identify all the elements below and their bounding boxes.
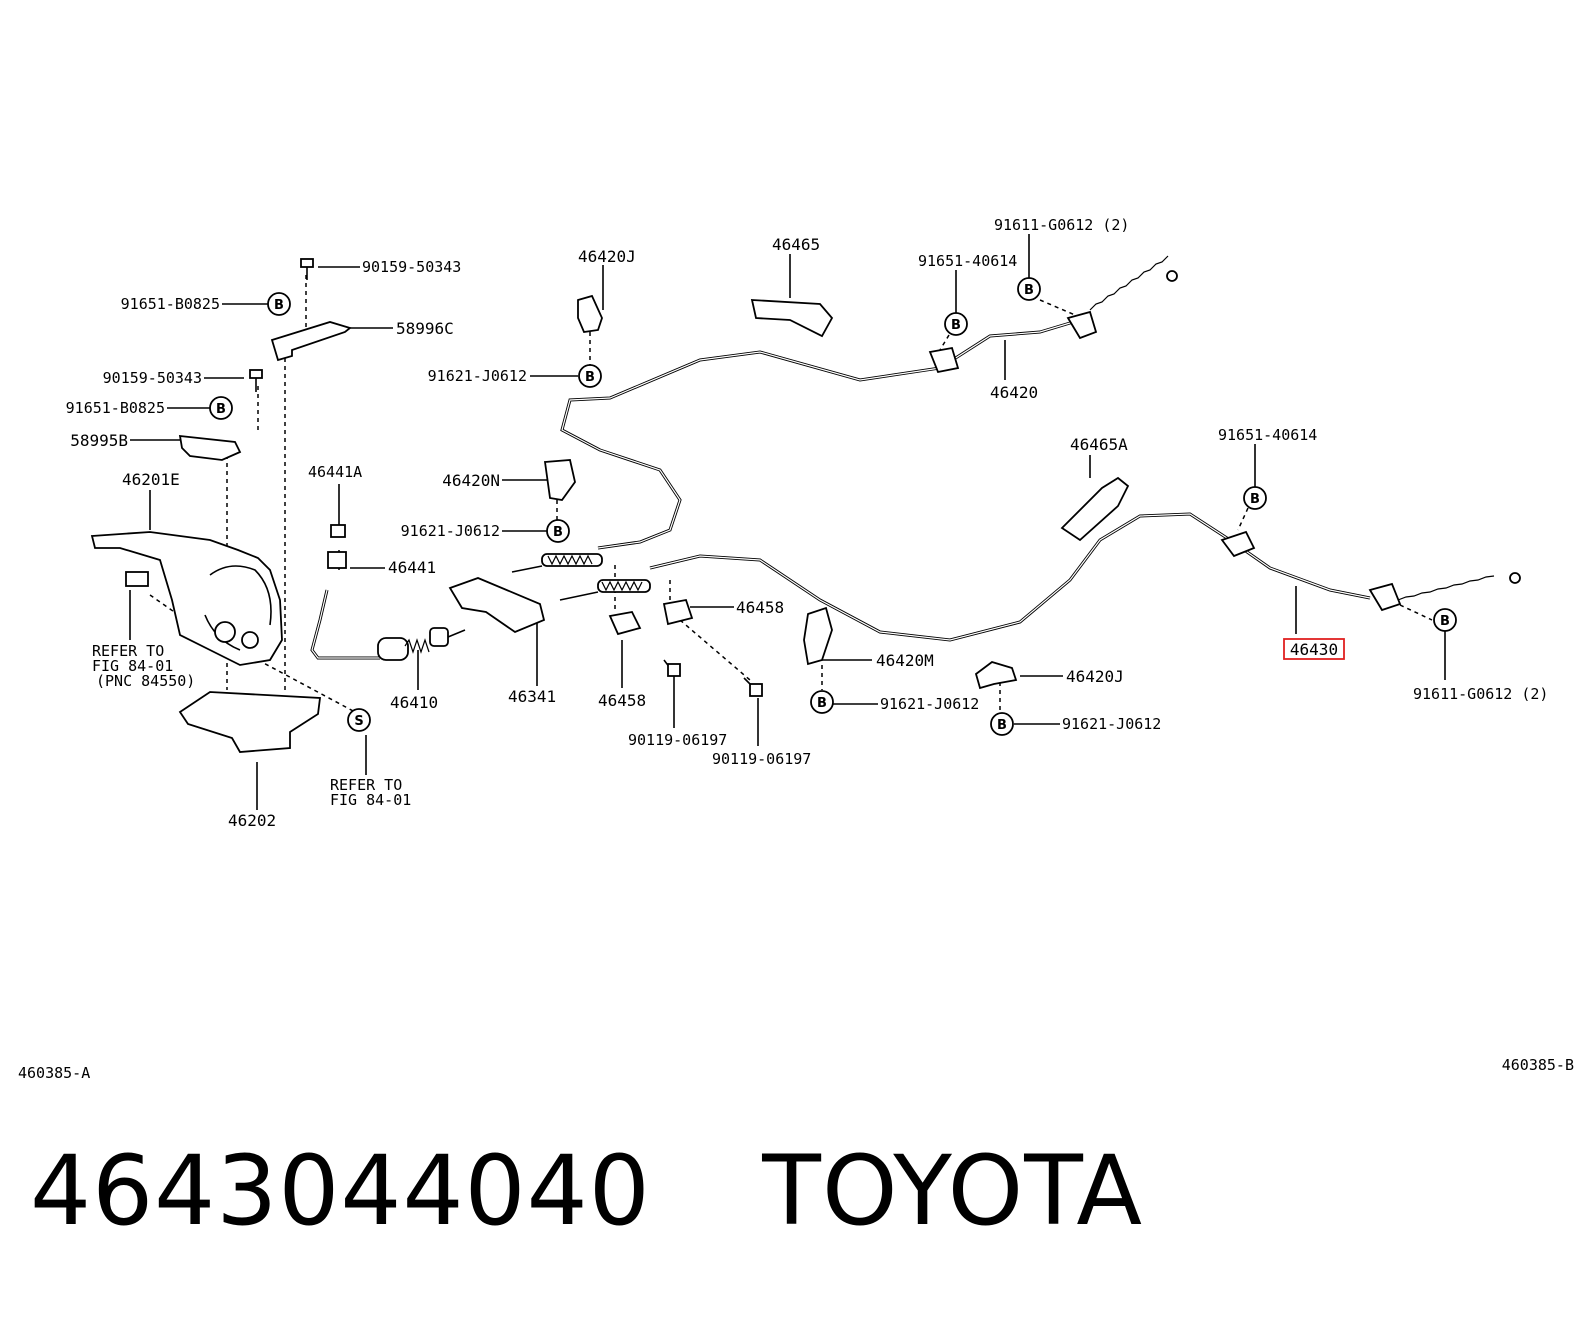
label-46420j-top: 46420J: [578, 247, 636, 266]
svg-text:S: S: [354, 714, 363, 729]
badge-b-91621-j0612-d: B: [990, 712, 1014, 736]
leader-lines-left: [129, 266, 538, 810]
equalizer-46341: [448, 577, 546, 634]
badge-s-refer: S: [347, 708, 371, 732]
badge-b-91651-40614-b: B: [1243, 486, 1267, 510]
bushing-46441: [327, 551, 347, 569]
label-refer-a-1: REFER TO: [92, 642, 164, 660]
svg-text:B: B: [1440, 614, 1450, 629]
label-91651-b0825-a: 91651-B0825: [121, 295, 220, 313]
badge-b-91651-40614-a: B: [944, 312, 968, 336]
clip-46420j-bottom: [974, 661, 1018, 690]
label-91611-g0612-b: 91611-G0612 (2): [1413, 685, 1548, 703]
bracket-58995b: [178, 434, 242, 461]
svg-text:B: B: [817, 696, 827, 711]
label-46465: 46465: [772, 235, 820, 254]
label-58995b: 58995B: [70, 431, 128, 450]
label-91621-j0612-d: 91621-J0612: [1062, 715, 1161, 733]
badge-b-91611-g0612-b: B: [1433, 608, 1457, 632]
label-46458-a: 46458: [736, 598, 784, 617]
label-46441a: 46441A: [308, 463, 362, 481]
brand-name: TOYOTA: [762, 1135, 1144, 1247]
label-58996c: 58996C: [396, 319, 454, 338]
bolt-90159-top: [300, 258, 314, 280]
clip-46458-a: [608, 610, 642, 636]
svg-text:B: B: [997, 718, 1007, 733]
tray-46202: [178, 691, 322, 753]
part-number: 4643044040: [30, 1135, 651, 1247]
label-46441: 46441: [388, 558, 436, 577]
label-46420: 46420: [990, 383, 1038, 402]
grommet-46465: [750, 299, 834, 338]
cable-46420: [511, 255, 1178, 573]
badge-b-91651-b0825-a: B: [267, 292, 291, 316]
label-refer-b-1: REFER TO: [330, 776, 402, 794]
label-90159-50343-b: 90159-50343: [103, 369, 202, 387]
label-91651-40614-a: 91651-40614: [918, 252, 1017, 270]
label-46420m: 46420M: [876, 651, 934, 670]
label-46420j-bottom: 46420J: [1066, 667, 1124, 686]
dashed-guides-top: [556, 299, 1076, 521]
label-91651-40614-b: 91651-40614: [1218, 426, 1317, 444]
highlight-46430: 46430: [1283, 638, 1345, 660]
label-91611-g0612-a: 91611-G0612 (2): [994, 216, 1129, 234]
badge-b-91651-b0825-b: B: [209, 396, 233, 420]
label-91621-j0612-a: 91621-J0612: [428, 367, 527, 385]
svg-text:B: B: [585, 370, 595, 385]
lever-46201e: [90, 531, 283, 666]
leader-lines-top: [502, 234, 1030, 532]
label-refer-b-2: FIG 84-01: [330, 791, 411, 809]
clip-46420j-top: [577, 294, 603, 333]
label-90119-06197-b: 90119-06197: [712, 750, 811, 768]
svg-text:B: B: [1250, 492, 1260, 507]
badge-b-91621-j0612-b: B: [546, 519, 570, 543]
figure-code-right: 460385-B: [1502, 1056, 1574, 1074]
label-46420n: 46420N: [442, 471, 500, 490]
svg-text:B: B: [216, 402, 226, 417]
label-46341: 46341: [508, 687, 556, 706]
label-91651-b0825-b: 91651-B0825: [66, 399, 165, 417]
grommet-46465a: [1060, 476, 1130, 542]
label-refer-a-2: FIG 84-01: [92, 657, 173, 675]
label-refer-a-3: (PNC 84550): [96, 672, 195, 690]
figure-code-left: 460385-A: [18, 1064, 90, 1082]
label-90119-06197-a: 90119-06197: [628, 731, 727, 749]
label-46202: 46202: [228, 811, 276, 830]
badge-b-91621-j0612-c: B: [810, 690, 834, 714]
bolt-90119-a: [663, 659, 681, 677]
dashed-guides-bottom: [614, 507, 1433, 712]
svg-text:B: B: [1024, 283, 1034, 298]
leader-lines-bottom: [621, 444, 1446, 746]
label-46465a: 46465A: [1070, 435, 1128, 454]
badge-b-91611-g0612-a: B: [1017, 277, 1041, 301]
label-46410: 46410: [390, 693, 438, 712]
bolt-90159-mid: [249, 369, 263, 392]
label-46201e: 46201E: [122, 470, 180, 489]
svg-text:B: B: [951, 318, 961, 333]
clip-46420m: [803, 606, 833, 666]
label-90159-50343-a: 90159-50343: [362, 258, 461, 276]
svg-text:46430: 46430: [1290, 640, 1338, 659]
clip-46458-b: [662, 598, 694, 626]
bracket-58996c: [270, 321, 352, 362]
nut-46441a: [330, 524, 346, 538]
label-91621-j0612-c: 91621-J0612: [880, 695, 979, 713]
badge-b-91621-j0612-a: B: [578, 364, 602, 388]
cable-46430: [559, 512, 1521, 642]
clip-46420n: [543, 459, 576, 501]
label-46458-b: 46458: [598, 691, 646, 710]
label-91621-j0612-b: 91621-J0612: [401, 522, 500, 540]
svg-text:B: B: [553, 525, 563, 540]
bolt-90119-b: [743, 677, 763, 697]
svg-text:B: B: [274, 298, 284, 313]
part-caption: 4643044040 TOYOTA: [30, 1135, 1143, 1247]
front-cable-46410: [310, 589, 466, 661]
